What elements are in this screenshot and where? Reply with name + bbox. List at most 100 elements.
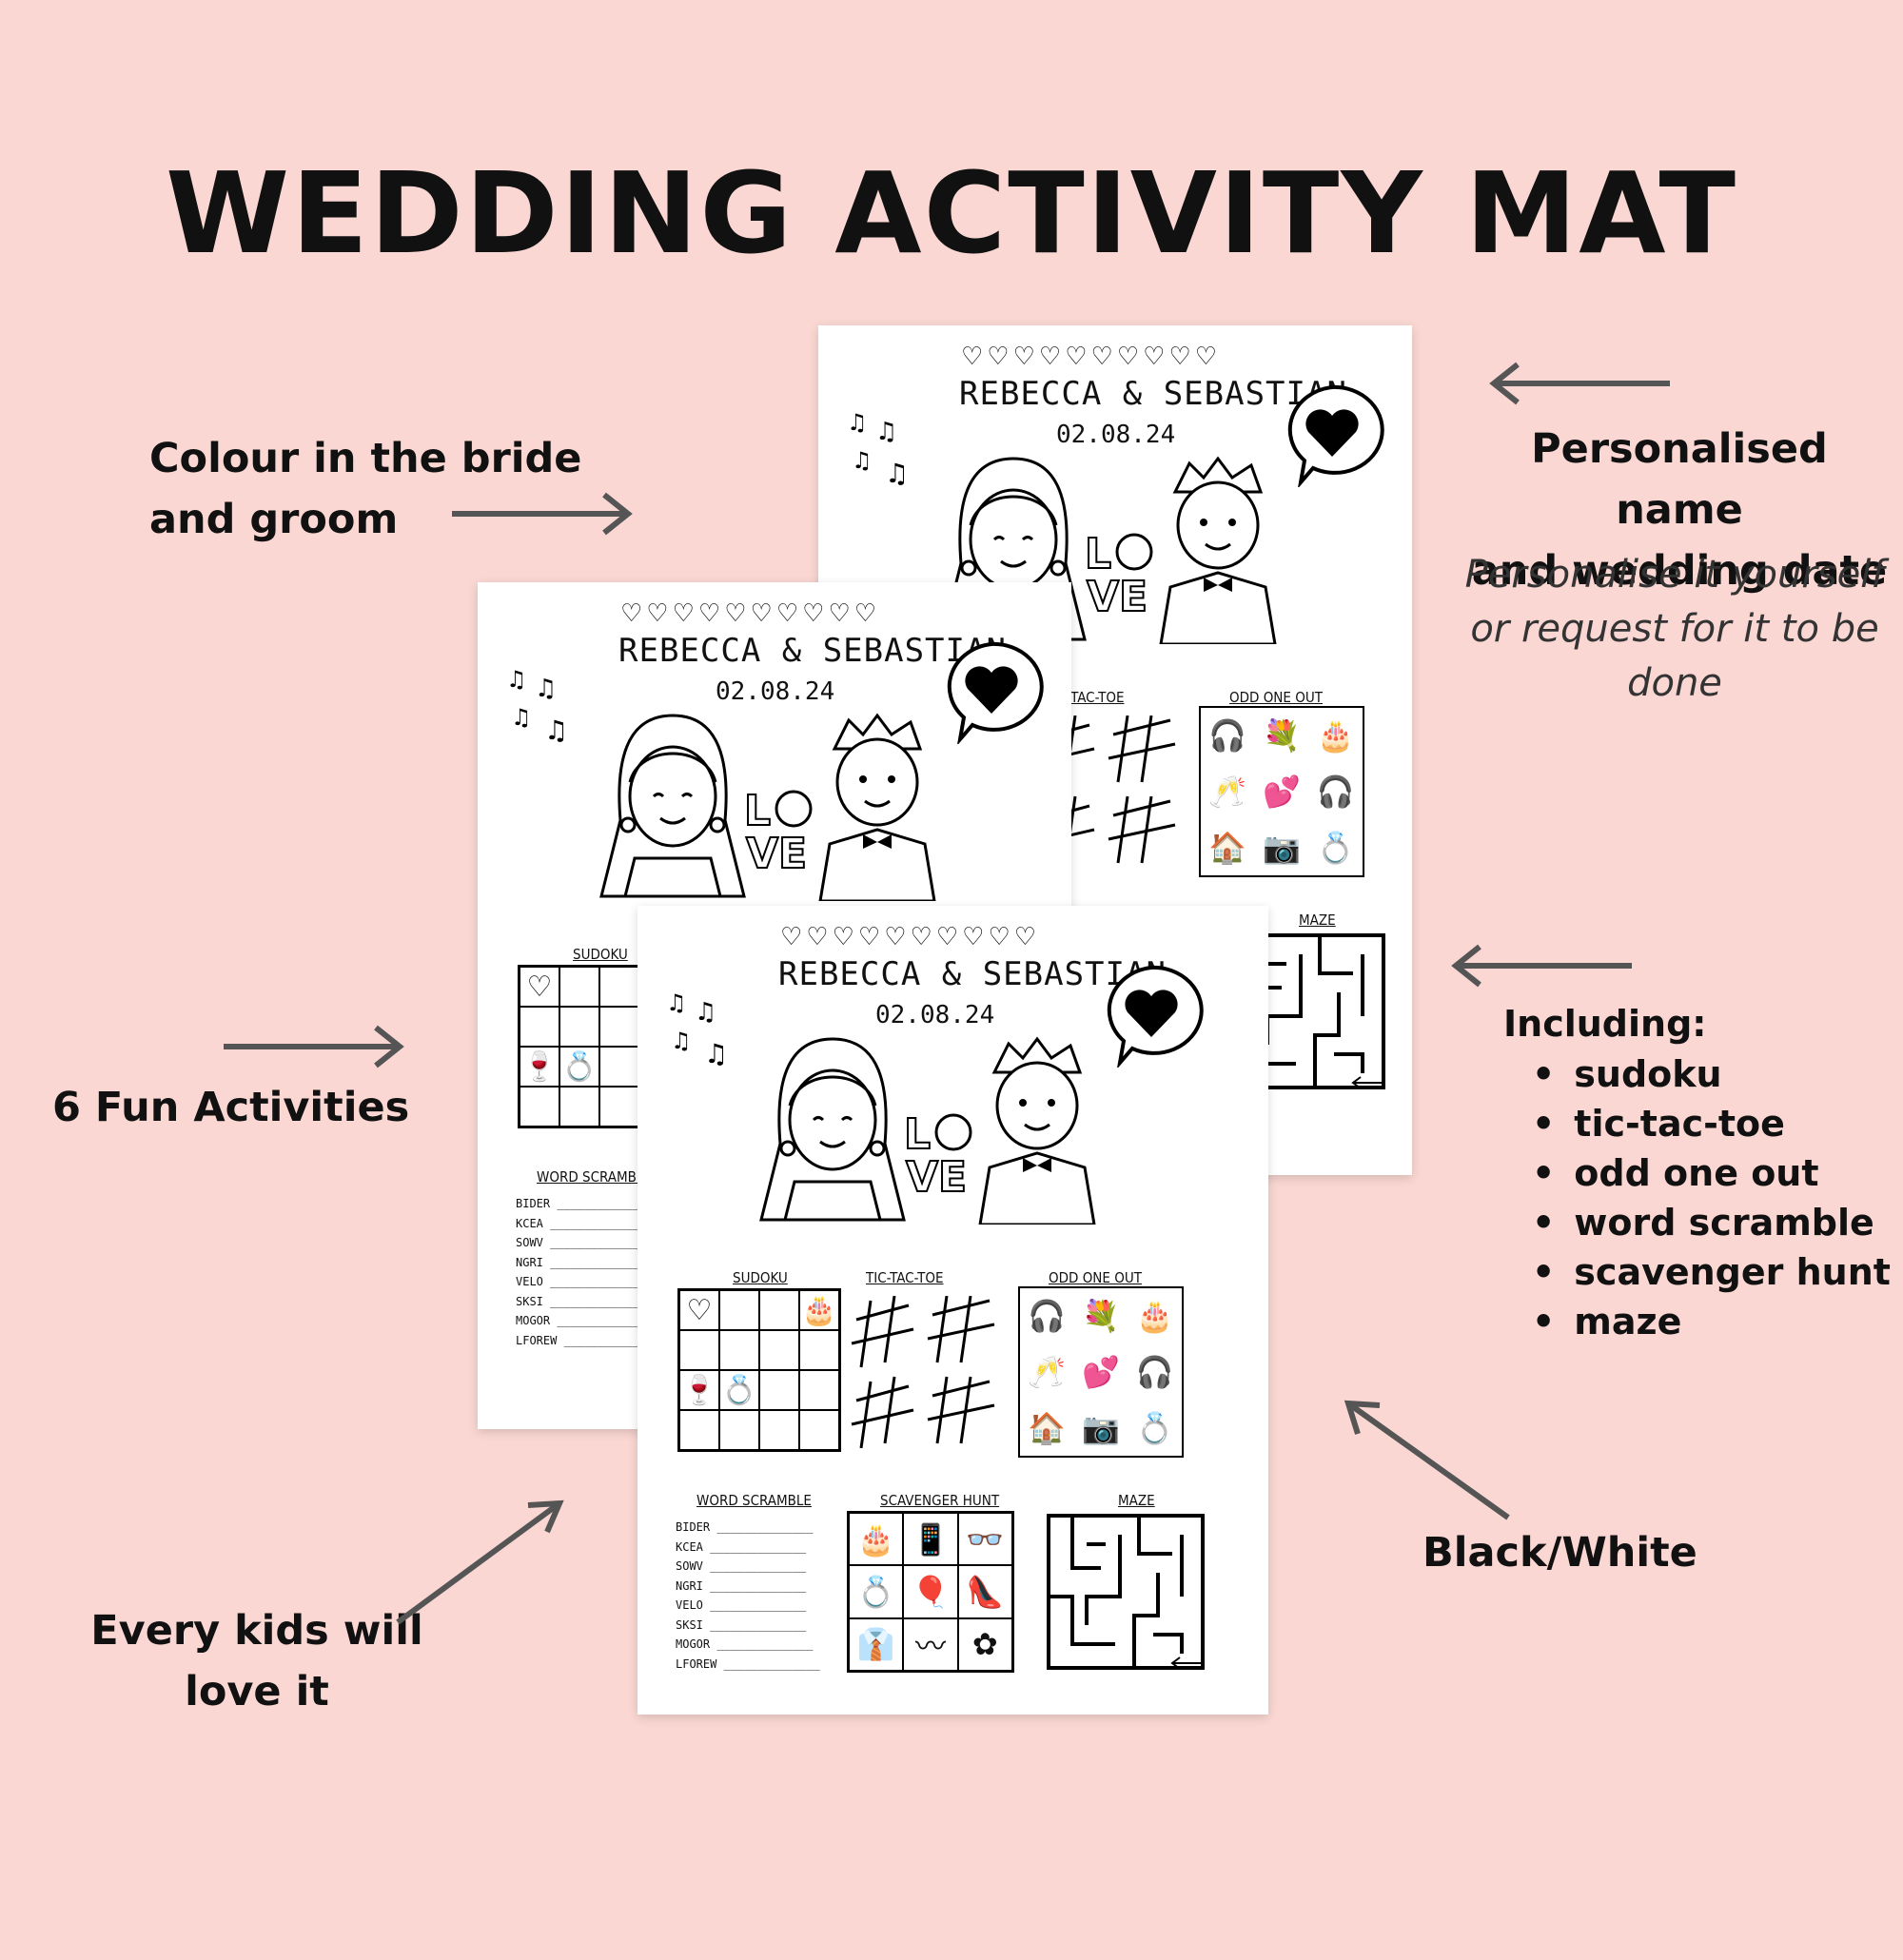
sudoku-cell[interactable]: ♡ [679,1290,719,1330]
odd-one-out-item[interactable]: 💕 [1082,1353,1120,1390]
odd-one-out-item[interactable]: 🎧 [1135,1353,1174,1390]
odd-one-out-item[interactable]: 🥂 [1028,1353,1067,1390]
scramble-word-text: SKSI [676,1617,703,1632]
activity-sheet-front: ♡♡♡♡♡♡♡♡♡♡ REBECCA & SEBASTIAN 02.08.24 … [638,906,1268,1715]
sudoku-cell[interactable]: ♡ [520,967,559,1007]
odd-one-out-grid[interactable]: 🎧 💐 🎂 🥂 💕 🎧 🏠 📷 💍 [1199,706,1364,877]
groom-illustration [978,1036,1096,1225]
odd-one-out-item[interactable]: 🎧 [1028,1298,1067,1335]
scavenger-hunt-item[interactable]: 👔 [849,1617,904,1671]
sudoku-cell[interactable] [719,1290,759,1330]
sudoku-cell[interactable] [679,1330,719,1370]
sudoku-cell[interactable]: 🍷 [679,1370,719,1410]
sudoku-cell[interactable]: 🎂 [799,1290,839,1330]
odd-one-out-grid[interactable]: 🎧 💐 🎂 🥂 💕 🎧 🏠 📷 💍 [1018,1286,1184,1458]
love-sign-icon: L VE [904,1109,972,1201]
odd-one-out-item[interactable]: 🏠 [1208,829,1247,866]
personalised-callout: Personalised name and wedding date [1461,419,1898,601]
answer-line[interactable]: ______________ [542,1216,647,1230]
hearts-border: ♡♡♡♡♡♡♡♡♡♡ [620,599,881,628]
sudoku-cell[interactable]: 💍 [559,1047,599,1087]
couple-names: REBECCA & SEBASTIAN [778,955,1167,993]
scavenger-hunt-item[interactable]: 📱 [903,1513,958,1566]
word-scramble-list[interactable]: BIDER ______________KCEA ______________S… [516,1194,660,1350]
sudoku-cell[interactable] [759,1410,799,1450]
sudoku-cell[interactable] [559,967,599,1007]
sudoku-cell[interactable] [759,1290,799,1330]
music-notes-icon: ♫♫ ♫♫ [666,990,728,1069]
tictactoe-boards[interactable] [837,1296,999,1448]
answer-line[interactable]: ______________ [702,1559,807,1573]
odd-one-out-item[interactable]: 💐 [1263,717,1301,755]
sudoku-cell[interactable] [599,1087,639,1127]
answer-line[interactable]: ______________ [702,1539,807,1554]
scavenger-hunt-item[interactable]: 🎈 [903,1565,958,1618]
odd-one-out-item[interactable]: 📷 [1082,1409,1120,1446]
answer-line[interactable]: ______________ [550,1197,654,1210]
scavenger-hunt-item[interactable]: 👓 [957,1513,1012,1566]
sudoku-cell[interactable] [759,1370,799,1410]
scavenger-hunt-item[interactable]: 💍 [849,1565,904,1618]
sudoku-cell[interactable] [599,1007,639,1047]
odd-one-out-item[interactable]: 🎧 [1208,717,1247,755]
sudoku-cell[interactable] [599,967,639,1007]
answer-line[interactable]: ______________ [557,1333,660,1347]
sudoku-cell[interactable] [520,1087,559,1127]
sudoku-cell[interactable] [719,1330,759,1370]
sudoku-cell[interactable]: 🍷 [520,1047,559,1087]
answer-line[interactable]: ______________ [542,1236,647,1249]
odd-one-out-item[interactable]: 💕 [1263,773,1301,810]
answer-line[interactable]: ______________ [550,1314,654,1327]
sudoku-cell[interactable] [719,1410,759,1450]
answer-line[interactable]: ______________ [710,1637,814,1651]
answer-line[interactable]: ______________ [702,1598,807,1612]
answer-line[interactable]: ______________ [716,1656,820,1671]
kids-callout: Every kids will love it [57,1600,457,1722]
odd-one-out-item[interactable]: 💍 [1135,1409,1174,1446]
sudoku-cell[interactable] [799,1370,839,1410]
wedding-date: 02.08.24 [1056,421,1176,449]
answer-line[interactable]: ______________ [702,1578,807,1593]
odd-one-out-item[interactable]: 🥂 [1208,773,1247,810]
answer-line[interactable]: ______________ [542,1275,647,1288]
sudoku-cell[interactable] [599,1047,639,1087]
odd-one-out-item[interactable]: 💍 [1316,829,1355,866]
sudoku-cell[interactable] [679,1410,719,1450]
svg-text:♫: ♫ [666,990,687,1016]
odd-one-out-item[interactable]: 🎧 [1316,773,1355,810]
odd-one-out-item[interactable]: 🏠 [1028,1409,1067,1446]
scavenger-hunt-item[interactable]: 👠 [957,1565,1012,1618]
sudoku-cell[interactable] [559,1087,599,1127]
scavenger-hunt-item[interactable]: 🎂 [849,1513,904,1566]
scavenger-hunt-grid[interactable]: 🎂📱👓 💍🎈👠 👔〰✿ [847,1511,1014,1673]
svg-text:♫: ♫ [535,675,557,703]
scramble-word-text: KCEA [676,1539,703,1554]
odd-one-out-item[interactable]: 💐 [1082,1298,1120,1335]
fun-activities-callout: 6 Fun Activities [52,1084,410,1131]
sudoku-cell[interactable]: 💍 [719,1370,759,1410]
odd-one-out-item[interactable]: 🎂 [1135,1298,1174,1335]
answer-line[interactable]: ______________ [542,1294,647,1308]
sudoku-cell[interactable] [799,1330,839,1370]
scavenger-hunt-item[interactable]: 〰 [903,1617,958,1671]
scramble-word: MOGOR ______________ [516,1311,660,1331]
sudoku-cell[interactable] [799,1410,839,1450]
scramble-word-text: SKSI [516,1294,543,1308]
colour-callout-line2: and groom [149,496,399,543]
scavenger-hunt-item[interactable]: ✿ [957,1617,1012,1671]
odd-one-out-item[interactable]: 📷 [1263,829,1301,866]
sudoku-grid[interactable]: ♡ 🎂 🍷💍 [677,1288,841,1452]
maze[interactable] [1030,1511,1206,1673]
odd-one-out-item[interactable]: 🎂 [1316,717,1355,755]
scramble-word: NGRI ______________ [516,1253,660,1273]
word-scramble-list[interactable]: BIDER ______________KCEA ______________S… [676,1518,820,1674]
scramble-word-text: SOWV [516,1236,543,1249]
bride-illustration [599,714,746,898]
answer-line[interactable]: ______________ [702,1617,807,1632]
answer-line[interactable]: ______________ [710,1520,814,1534]
arrow-right-icon [452,492,633,536]
sudoku-cell[interactable] [759,1330,799,1370]
answer-line[interactable]: ______________ [542,1255,647,1269]
sudoku-cell[interactable] [559,1007,599,1047]
sudoku-cell[interactable] [520,1007,559,1047]
